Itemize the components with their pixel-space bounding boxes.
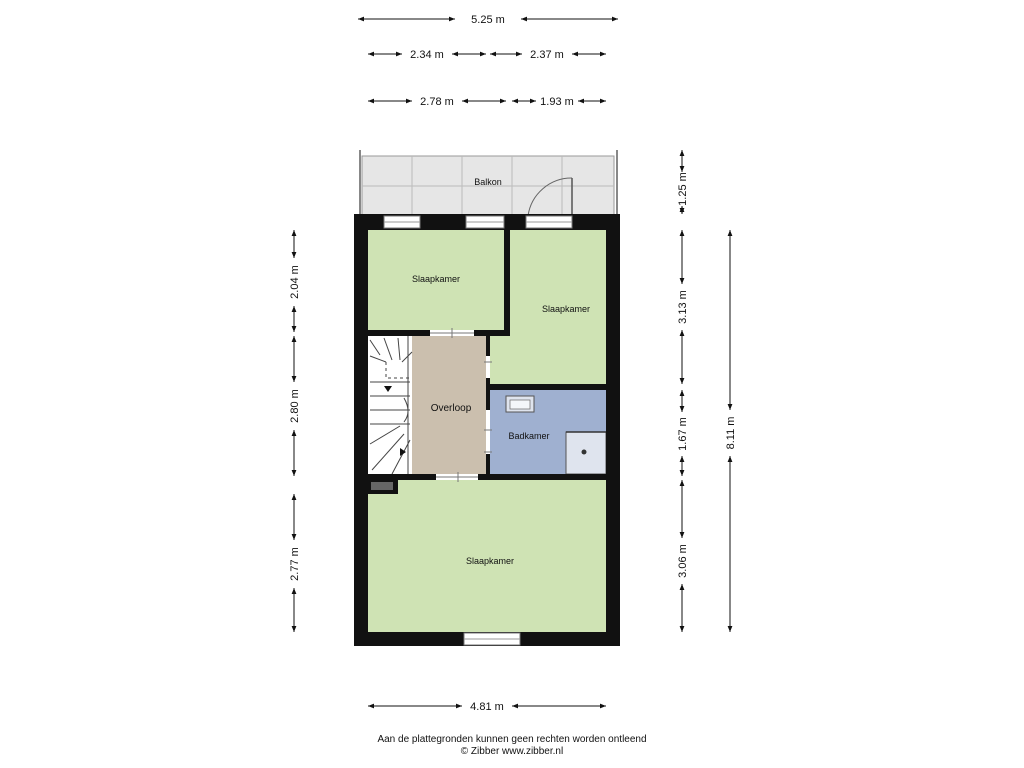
bathroom-label: Badkamer — [508, 431, 549, 441]
bedroom-top-left-label: Slaapkamer — [412, 274, 460, 284]
stair-arrow-icon — [400, 448, 406, 456]
landing-label: Overloop — [431, 403, 472, 414]
bedroom-top-right-ext — [488, 336, 606, 384]
shower-icon — [565, 431, 607, 475]
stair-arrow-icon — [384, 386, 392, 392]
bedroom-bottom-label: Slaapkamer — [466, 556, 514, 566]
sink-icon — [505, 395, 535, 413]
staircase — [369, 336, 413, 476]
dim-bottom-total: 4.81 m — [470, 701, 504, 713]
dim-left-lower: 2.77 m — [289, 547, 301, 581]
dim-top-total: 5.25 m — [471, 14, 505, 26]
dim-right-lower: 3.06 m — [677, 544, 689, 578]
dim-right-middle: 1.67 m — [677, 417, 689, 451]
dim-top-row2-right: 2.37 m — [530, 49, 564, 61]
dim-top-row3-left: 2.78 m — [420, 96, 454, 108]
dim-right-balcony: 1.25 m — [677, 172, 689, 206]
dim-right-total: 8.11 m — [725, 417, 737, 450]
dim-right-upper: 3.13 m — [677, 290, 689, 324]
dim-top-row2-left: 2.34 m — [410, 49, 444, 61]
balcony-label: Balkon — [474, 177, 502, 187]
landing — [412, 336, 486, 476]
bedroom-top-left — [368, 230, 504, 330]
bedroom-top-right-label: Slaapkamer — [542, 304, 590, 314]
dimension-lines — [291, 16, 733, 709]
stair-area — [368, 336, 412, 476]
dim-left-middle: 2.80 m — [289, 389, 301, 423]
dim-top-row3-right: 1.93 m — [540, 96, 574, 108]
chimney-duct — [371, 482, 393, 490]
footer-credit: © Zibber www.zibber.nl — [460, 746, 564, 757]
dim-left-upper: 2.04 m — [289, 265, 301, 299]
balcony-door — [527, 177, 573, 218]
footer-disclaimer: Aan de plattegronden kunnen geen rechten… — [377, 734, 647, 745]
bedroom-bottom — [368, 480, 606, 632]
